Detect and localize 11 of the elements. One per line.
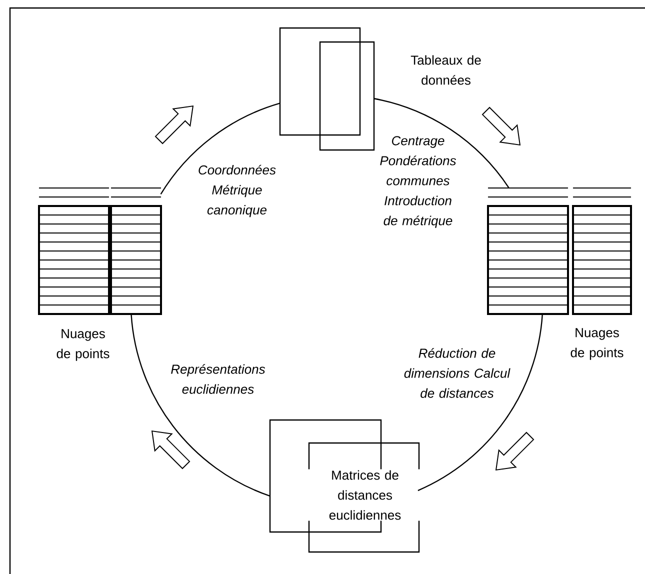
node-label: Nuages de points	[570, 328, 624, 360]
node-label: Nuages de points	[56, 329, 110, 361]
step-label: Réduction de dimensions Calcul de distances	[404, 348, 510, 398]
circle-arc	[374, 98, 510, 188]
step-label: Coordonnées Métrique canonique	[198, 164, 276, 218]
step-label: Représentations euclidiennes	[171, 364, 266, 394]
circle-arc	[160, 102, 280, 194]
node-label: Tableaux de données	[410, 55, 481, 85]
circle-arc	[130, 314, 270, 497]
circle-arc	[418, 314, 543, 492]
step-label: Centrage Pondérations communes Introduction de métrique	[380, 136, 456, 228]
